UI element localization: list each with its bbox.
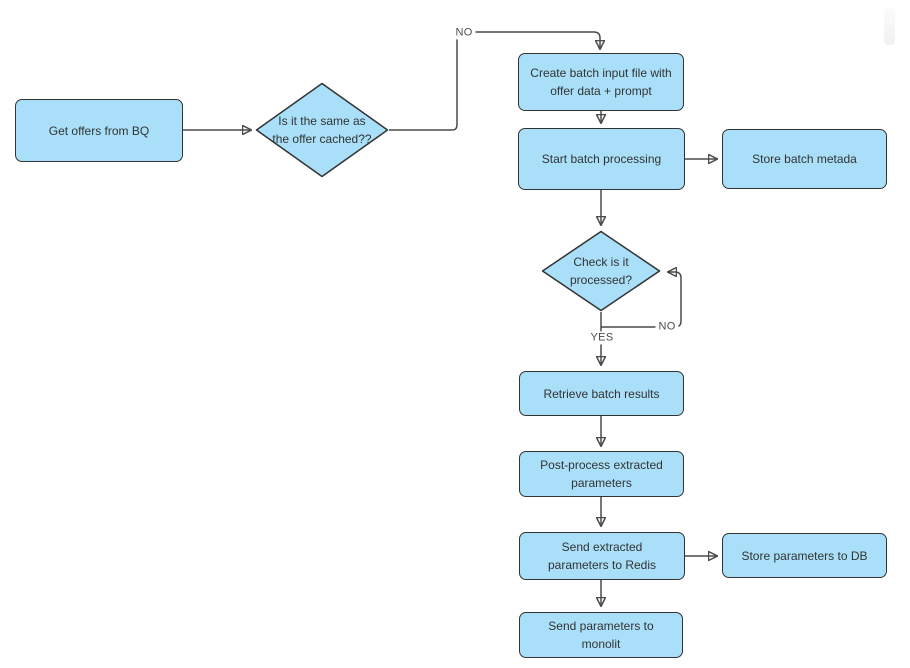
node-post-process-parameters[interactable]: Post-process extracted parameters xyxy=(519,451,684,497)
edge-label-yes: YES xyxy=(587,331,617,345)
node-label: Store parameters to DB xyxy=(741,548,868,563)
node-store-parameters-db[interactable]: Store parameters to DB xyxy=(722,533,887,578)
node-label: Create batch input file with offer data … xyxy=(530,66,672,98)
vertical-scrollbar[interactable] xyxy=(884,8,895,45)
edge-label-no-loop: NO xyxy=(655,320,679,334)
diamond-shape xyxy=(541,230,661,312)
node-start-batch-processing[interactable]: Start batch processing xyxy=(518,128,685,190)
node-label: Start batch processing xyxy=(541,152,662,166)
node-send-parameters-monolith[interactable]: Send parameters to monolit xyxy=(519,612,683,658)
node-store-batch-metadata[interactable]: Store batch metada xyxy=(722,129,887,189)
node-label: Retrieve batch results xyxy=(543,386,660,401)
node-label: Store batch metada xyxy=(752,152,857,166)
node-label: Is it the same as the offer cached?? xyxy=(272,114,372,146)
edge-label-no-top: NO xyxy=(452,26,476,40)
node-create-batch-input[interactable]: Create batch input file with offer data … xyxy=(518,53,684,111)
node-send-parameters-redis[interactable]: Send extracted parameters to Redis xyxy=(519,532,685,580)
node-get-offers[interactable]: Get offers from BQ xyxy=(15,99,183,162)
node-check-is-processed[interactable]: Check is it processed? xyxy=(541,230,661,312)
node-label: Send parameters to monolit xyxy=(548,619,654,651)
node-retrieve-batch-results[interactable]: Retrieve batch results xyxy=(519,371,684,416)
node-label: Send extracted parameters to Redis xyxy=(547,540,657,572)
diamond-shape xyxy=(255,82,389,178)
node-label: Post-process extracted parameters xyxy=(540,458,663,490)
node-is-same-as-cached[interactable]: Is it the same as the offer cached?? xyxy=(255,82,389,178)
node-label: Check is it processed? xyxy=(569,255,633,287)
node-label: Get offers from BQ xyxy=(48,123,150,138)
